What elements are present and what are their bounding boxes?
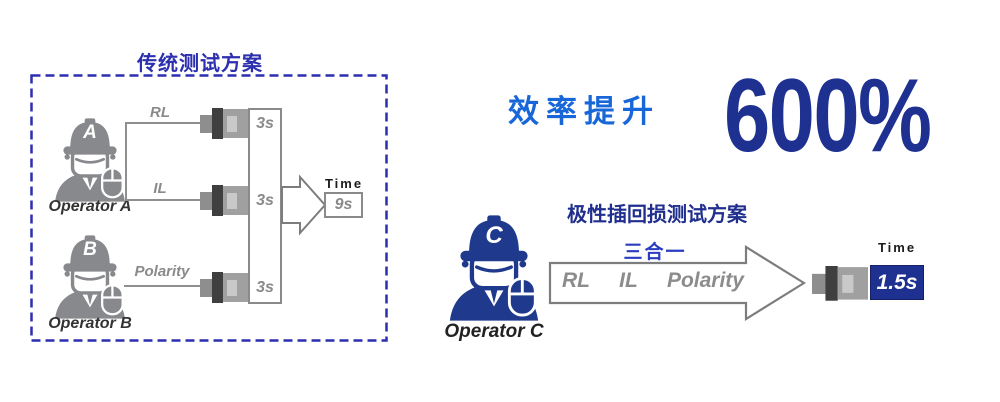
branch-line-il bbox=[125, 199, 201, 201]
operator-c: C Operator C bbox=[444, 215, 544, 342]
three-in-one-badge: 三合一 bbox=[623, 242, 687, 263]
operator-b-letter: B bbox=[83, 239, 97, 260]
new-scheme-title: 极性插回损测试方案 bbox=[567, 204, 747, 226]
operator-c-letter: C bbox=[485, 222, 503, 249]
time-label-new: Time bbox=[877, 240, 917, 255]
il-test-label: IL bbox=[619, 269, 638, 292]
combined-test-arrow bbox=[548, 245, 806, 321]
branch-line-polarity bbox=[124, 285, 201, 287]
merge-arrow-icon bbox=[281, 174, 327, 236]
connector-stem bbox=[812, 273, 829, 294]
traditional-scheme-title: 传统测试方案 bbox=[137, 53, 263, 75]
connector-latch bbox=[227, 193, 237, 209]
total-time-traditional: 9s bbox=[324, 192, 363, 218]
duration-rl: 3s bbox=[256, 115, 274, 132]
connector-flange bbox=[212, 108, 223, 139]
branch-line-rl bbox=[125, 122, 201, 124]
polarity-test-label: Polarity bbox=[666, 269, 744, 292]
connector-stem bbox=[200, 279, 215, 297]
total-time-new: 1.5s bbox=[870, 265, 924, 300]
traditional-scheme-box bbox=[30, 74, 388, 342]
connector-stem bbox=[200, 115, 215, 133]
connector-flange bbox=[212, 272, 223, 303]
fiber-connector-icon bbox=[812, 266, 868, 301]
connector-latch bbox=[227, 280, 237, 296]
duration-box: 3s 3s 3s bbox=[248, 108, 282, 304]
efficiency-label: 效率提升 bbox=[508, 94, 660, 129]
fiber-connector-icon bbox=[200, 185, 250, 216]
il-test-label: IL bbox=[153, 180, 167, 197]
duration-il: 3s bbox=[256, 192, 274, 209]
connector-flange bbox=[825, 266, 838, 301]
operator-b: B Operator B bbox=[48, 235, 132, 332]
time-label-traditional: Time bbox=[324, 176, 364, 191]
operator-c-label: Operator C bbox=[444, 321, 544, 342]
connector-stem bbox=[200, 192, 215, 210]
operator-a: A Operator A bbox=[49, 118, 131, 215]
connector-latch bbox=[227, 116, 237, 132]
combined-test-list: RL IL Polarity bbox=[562, 269, 744, 293]
fiber-connector-icon bbox=[200, 272, 250, 303]
rl-test-label: RL bbox=[150, 104, 170, 121]
branch-line-vertical bbox=[125, 122, 127, 201]
connector-latch bbox=[842, 274, 854, 293]
polarity-test-label: Polarity bbox=[134, 263, 190, 280]
efficiency-value: 600% bbox=[724, 58, 932, 174]
duration-polarity: 3s bbox=[256, 279, 274, 296]
operator-b-label: Operator B bbox=[48, 315, 132, 332]
connector-flange bbox=[212, 185, 223, 216]
operator-a-label: Operator A bbox=[48, 198, 132, 215]
fiber-connector-icon bbox=[200, 108, 250, 139]
rl-test-label: RL bbox=[562, 269, 590, 292]
operator-a-letter: A bbox=[83, 122, 97, 143]
